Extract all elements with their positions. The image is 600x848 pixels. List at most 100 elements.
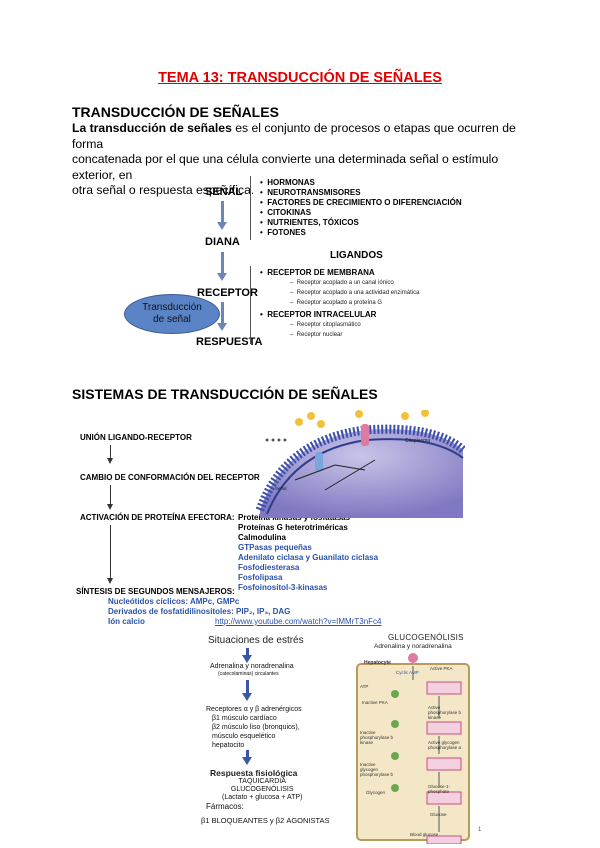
glyco-right-label: Active PKA xyxy=(430,666,453,671)
hepatocyte-illustration xyxy=(356,653,470,844)
video-link[interactable]: http://www.youtube.com/watch?v=IMMrT3nFc… xyxy=(215,617,382,626)
glyco-right-label: Blood glucose xyxy=(410,832,439,837)
receptor-item: Receptores α y β adrenérgicos xyxy=(206,706,302,713)
intracellular-subitem: Receptor nuclear xyxy=(296,332,343,338)
signal-item: HORMONAS xyxy=(267,178,315,187)
stage-diana: DIANA xyxy=(205,236,240,248)
intro-line-3: otra señal o respuesta específica. xyxy=(72,183,255,197)
svg-text:Citoplasma: Citoplasma xyxy=(405,438,430,444)
glyco-left-label: Glycogen xyxy=(366,790,386,795)
receptor-item: β1 músculo cardíaco xyxy=(212,715,277,722)
signal-item: FOTONES xyxy=(267,228,306,237)
effector-item-blue: Fosfodiesterasa xyxy=(238,563,300,572)
arrowhead-2 xyxy=(217,273,227,281)
receptor-item: músculo esquelético xyxy=(212,733,276,740)
signal-item: NUTRIENTES, TÓXICOS xyxy=(267,218,359,227)
glyco-right-label: Active glycogen phosphorylase a xyxy=(428,740,462,750)
step-sintesis: SÍNTESIS DE SEGUNDOS MENSAJEROS: xyxy=(76,587,235,596)
ellipse-line-1: Transducción xyxy=(142,302,202,313)
receptor-item: β2 músculo liso (bronquios), xyxy=(212,724,300,731)
signal-item: NEUROTRANSMISORES xyxy=(267,188,361,197)
effector-item-blue: Fosfoinositol-3-kinasas xyxy=(238,583,328,592)
intracellular-subitem: Receptor citoplasmático xyxy=(296,322,361,328)
response-item: TAQUICARDIA xyxy=(238,778,286,785)
step-activacion: ACTIVACIÓN DE PROTEÍNA EFECTORA: xyxy=(80,513,235,522)
messenger-item: Ión calcio xyxy=(108,617,145,626)
glyco-left-label: Inactive PKA xyxy=(362,700,388,705)
glyco-title: GLUCOGENÓLISIS xyxy=(388,633,464,642)
membrane-subitem: Receptor acoplado a proteína G xyxy=(296,300,383,306)
page-title: TEMA 13: TRANSDUCCIÓN DE SEÑALES xyxy=(158,70,442,86)
step-cambio: CAMBIO DE CONFORMACIÓN DEL RECEPTOR xyxy=(80,473,260,482)
arrowhead-3 xyxy=(217,323,227,331)
receptor-item: hepatocito xyxy=(212,742,245,749)
arrow-step-1 xyxy=(110,445,111,459)
receptors-bracket xyxy=(250,266,251,344)
response-items: TAQUICARDIA GLUCOGENÓLISIS (Lactato + gl… xyxy=(222,778,302,802)
ligandos-label: LIGANDOS xyxy=(330,250,383,261)
drugs-text: β1 BLOQUEANTES y β2 AGONISTAS xyxy=(201,816,330,825)
response-title: Respuesta fisiológica xyxy=(210,768,298,778)
stress-line-1: Adrenalina y noradrenalina xyxy=(210,663,294,670)
signals-list: • HORMONAS • NEUROTRANSMISORES • FACTORE… xyxy=(260,178,462,237)
glyco-left-labels: ATP xyxy=(360,672,368,702)
intro-paragraph: La transducción de señales es el conjunt… xyxy=(72,121,532,199)
effector-item-blue: Adenilato ciclasa y Guanilato ciclasa xyxy=(238,553,379,562)
stress-line-1b: (catecolaminas) circulantes xyxy=(218,671,279,677)
stage-receptor: RECEPTOR xyxy=(197,287,258,299)
page-number: 1 xyxy=(478,827,482,833)
stress-arrowhead-3 xyxy=(242,757,252,765)
stress-arrow-2 xyxy=(246,680,249,694)
receptors-list: • RECEPTOR DE MEMBRANA – Receptor acopla… xyxy=(260,268,420,338)
response-item: GLUCOGENÓLISIS xyxy=(230,786,294,793)
glyco-right-label: Glucose-1-phosphate xyxy=(428,784,451,794)
membrane-receptor: RECEPTOR DE MEMBRANA xyxy=(267,268,375,277)
response-item: (Lactato + glucosa + ATP) xyxy=(222,794,303,801)
glyco-cell-label: Hepatocyte xyxy=(364,660,391,666)
messenger-item: Nucleótidos cíclicos: AMPc, GMPc xyxy=(108,597,240,606)
intro-bold-term: La transducción de señales xyxy=(72,121,232,135)
step-union: UNIÓN LIGANDO-RECEPTOR xyxy=(80,433,192,442)
section-heading-sistemas: SISTEMAS DE TRANSDUCCIÓN DE SEÑALES xyxy=(72,386,378,402)
arrow-step-3 xyxy=(110,525,111,579)
effector-item-blue: Fosfolipasa xyxy=(238,573,283,582)
signal-item: FACTORES DE CRECIMIENTO O DIFERENCIACIÓN xyxy=(267,198,462,207)
signal-item: CITOKINAS xyxy=(267,208,312,217)
intro-line-2: concatenada por el que una célula convie… xyxy=(72,152,499,182)
intracellular-receptor: RECEPTOR INTRACELULAR xyxy=(267,310,377,319)
glyco-right-label: Cyclic AMP xyxy=(396,670,419,675)
arrowhead-1 xyxy=(217,222,227,230)
arrow-senal-diana xyxy=(221,201,224,223)
stage-respuesta: RESPUESTA xyxy=(196,336,263,348)
stress-arrow-3 xyxy=(246,750,249,758)
signals-bracket xyxy=(250,176,251,240)
arrow-receptor-respuesta xyxy=(221,302,224,324)
arrowhead-step-2 xyxy=(107,504,113,510)
intro-line-1: es el conjunto de procesos o etapas que … xyxy=(72,121,516,151)
membrane-subitem: Receptor acoplado a un canal iónico xyxy=(296,280,394,286)
glyco-left-label: Inactive glycogen phosphorylase b xyxy=(360,762,394,777)
stress-arrowhead-1 xyxy=(242,655,252,663)
ellipse-line-2: de señal xyxy=(153,314,191,325)
drugs-label: Fármacos: xyxy=(206,802,244,811)
glyco-right-label: Active phosphorylase b kinase xyxy=(428,705,462,720)
membrane-subitem: Receptor acoplado a una actividad enzimá… xyxy=(296,290,420,296)
stress-title: Situaciones de estrés xyxy=(208,635,304,646)
glyco-left-label: Inactive phosphorylase b kinase xyxy=(360,730,394,745)
arrowhead-step-3 xyxy=(107,578,113,584)
effector-item: Calmodulina xyxy=(238,533,287,542)
glyco-subtitle: Adrenalina y noradrenalina xyxy=(374,643,452,650)
stage-senal: SEÑAL xyxy=(205,186,243,198)
glyco-right-label: Glucose xyxy=(430,812,447,817)
stress-arrowhead-2 xyxy=(242,693,252,701)
svg-text:Señal: Señal xyxy=(275,486,287,491)
effector-item: Proteínas G heterotriméricas xyxy=(238,523,348,532)
arrow-step-2 xyxy=(110,485,111,505)
messenger-item: Derivados de fosfatidilinositoles: PIP₂,… xyxy=(108,607,291,616)
glyco-left-label: ATP xyxy=(360,684,369,689)
membrane-illustration: Citoplasma Señal xyxy=(255,410,465,518)
arrowhead-step-1 xyxy=(107,458,113,464)
section-heading-transduccion: TRANSDUCCIÓN DE SEÑALES xyxy=(72,104,279,120)
arrow-diana-receptor xyxy=(221,252,224,274)
